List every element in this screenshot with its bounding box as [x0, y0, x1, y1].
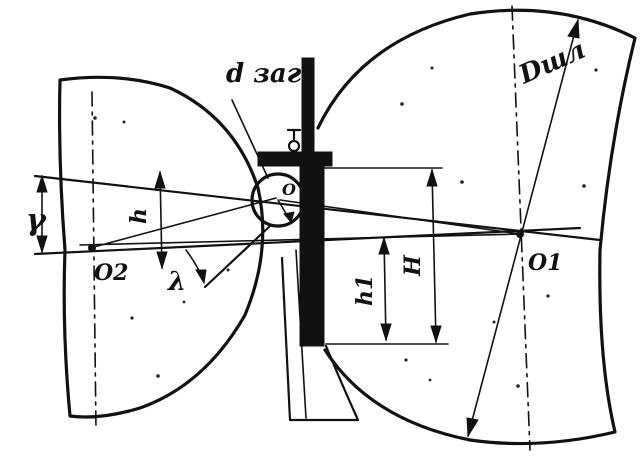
left-wheel	[57, 75, 265, 431]
h1-arrow-bottom	[380, 323, 392, 342]
work-rest-screw	[287, 139, 301, 153]
H-arrow-bottom	[430, 325, 442, 344]
work-rest-blade	[299, 165, 325, 347]
lambda-line	[203, 224, 272, 289]
contact-line-left	[89, 197, 277, 249]
label-h1: h1	[352, 275, 378, 306]
diameter-line	[467, 19, 579, 437]
workpiece-radius-arrow	[283, 211, 295, 224]
H-arrow-top	[426, 168, 438, 187]
H-dimension-line	[431, 169, 437, 343]
texture-specks	[93, 66, 598, 388]
contact-line-right	[279, 199, 521, 235]
label-o: O	[282, 180, 296, 199]
label-lambda: λ	[167, 267, 186, 297]
dimensions	[36, 167, 521, 345]
o2-point	[88, 244, 96, 252]
h1-arrow-top	[378, 236, 390, 255]
label-o1: O1	[528, 250, 562, 276]
work-rest-lower-support	[280, 256, 360, 422]
gamma-arrow-top	[36, 174, 48, 193]
label-h: h	[126, 208, 152, 224]
h1-dimension-line	[383, 237, 387, 341]
h-arrow-top	[154, 170, 166, 189]
left-wheel-outline	[57, 75, 265, 419]
work-rest-top-bar	[257, 151, 333, 167]
work-rest-support-inner	[295, 249, 307, 419]
label-o2: O2	[94, 260, 128, 286]
left-wheel-axis	[91, 91, 97, 431]
work-rest	[257, 57, 360, 422]
gamma-arrow-bottom	[36, 235, 48, 254]
o1-point	[516, 230, 524, 238]
right-wheel	[316, 5, 637, 451]
label-H: H	[400, 254, 426, 277]
work-rest-rod	[301, 57, 315, 159]
diameter-arrow-bottom	[466, 417, 479, 438]
label-gamma: γ	[26, 203, 47, 238]
label-d-grind: Dшл	[514, 35, 590, 91]
right-wheel-axis	[511, 5, 531, 451]
lambda-arrow	[195, 269, 207, 285]
label-d-blank: d заг	[226, 59, 302, 89]
right-wheel-outline	[316, 8, 637, 446]
diameter-arrow-top	[567, 18, 580, 39]
h-arrow-bottom	[156, 251, 168, 270]
